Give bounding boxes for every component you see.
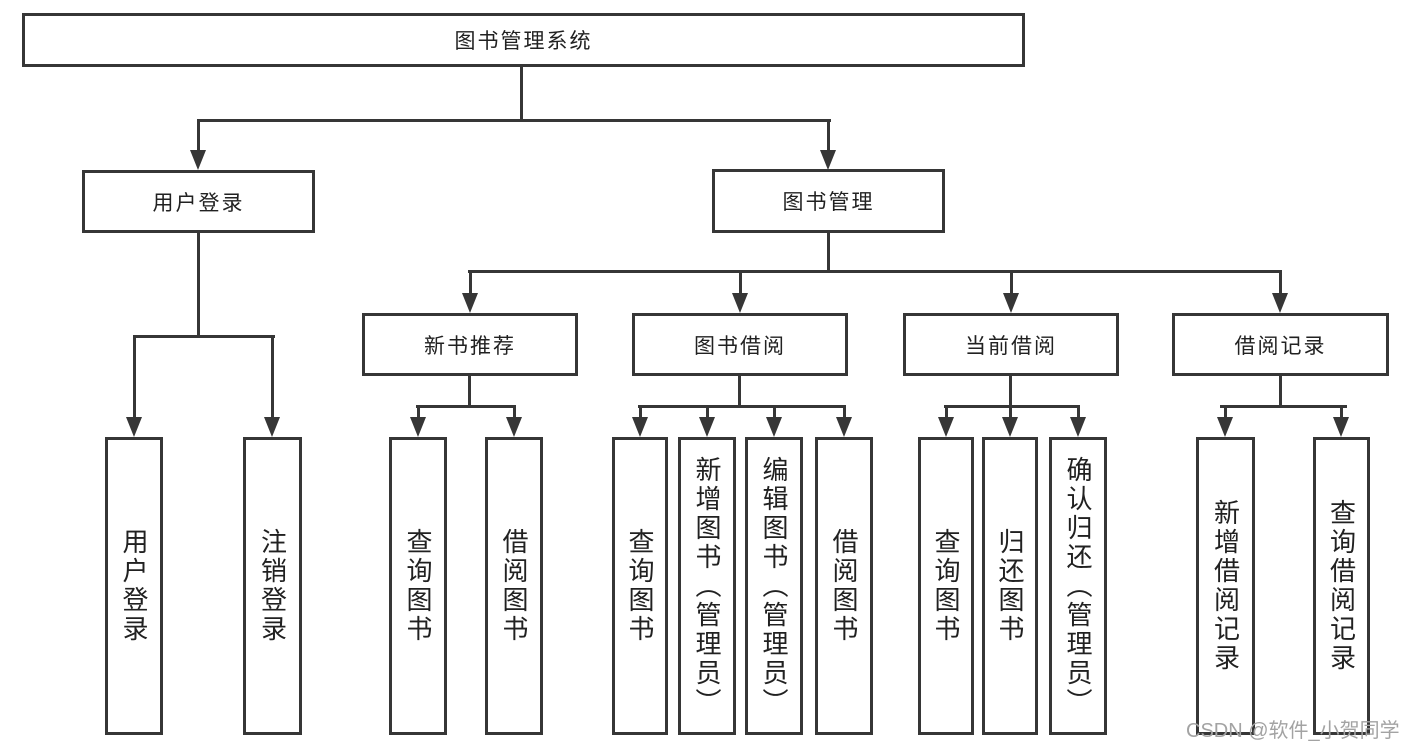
node-new-book-recommend: 新书推荐	[362, 313, 578, 376]
node-label: 借阅记录	[1234, 334, 1327, 358]
arrow-down-icon	[1217, 405, 1233, 437]
arrow-down-icon	[190, 119, 206, 170]
node-confirm-return-admin: 确认归还（管理员）	[1049, 437, 1107, 735]
node-logout: 注销登录	[243, 437, 302, 735]
node-user-login: 用户登录	[105, 437, 163, 735]
arrow-down-icon	[820, 119, 836, 170]
arrow-down-icon	[836, 405, 852, 437]
node-query-books-borrowing: 查询图书	[612, 437, 668, 735]
connector-borrowing-stub	[738, 375, 741, 408]
connector-records-stub	[1279, 375, 1282, 408]
arrow-down-icon	[126, 335, 142, 437]
node-query-books-current: 查询图书	[918, 437, 974, 735]
arrow-down-icon	[264, 335, 280, 437]
node-borrow-books: 借阅图书	[815, 437, 873, 735]
arrow-down-icon	[1070, 405, 1086, 437]
node-label: 当前借阅	[965, 334, 1057, 358]
node-query-borrow-record: 查询借阅记录	[1313, 437, 1370, 735]
arrow-down-icon	[732, 270, 748, 313]
connector-bookmgmt-stub	[827, 232, 830, 273]
connector-root-stub	[520, 67, 523, 122]
node-label: 用户登录	[152, 191, 245, 215]
node-library-system: 图书管理系统	[22, 13, 1025, 67]
node-label: 图书借阅	[694, 334, 786, 358]
connector-recommend-stub	[468, 375, 471, 408]
node-book-borrowing: 图书借阅	[632, 313, 848, 376]
node-label: 图书管理系统	[454, 30, 593, 53]
arrow-down-icon	[462, 270, 478, 313]
arrow-down-icon	[1002, 405, 1018, 437]
arrow-down-icon	[410, 405, 426, 437]
connector-records-bar	[1220, 405, 1347, 408]
arrow-down-icon	[506, 405, 522, 437]
connector-level2-bar	[468, 270, 1282, 273]
connector-borrowing-bar	[638, 405, 846, 408]
node-label: 新书推荐	[424, 334, 516, 358]
node-user-login-group: 用户登录	[82, 170, 315, 233]
connector-recommend-bar	[416, 405, 516, 408]
connector-userlogin-bar	[133, 335, 275, 338]
arrow-down-icon	[699, 405, 715, 437]
arrow-down-icon	[632, 405, 648, 437]
node-add-borrow-record: 新增借阅记录	[1196, 437, 1255, 735]
node-return-books: 归还图书	[982, 437, 1038, 735]
node-add-books-admin: 新增图书（管理员）	[678, 437, 736, 735]
arrow-down-icon	[766, 405, 782, 437]
node-edit-books-admin: 编辑图书（管理员）	[745, 437, 803, 735]
node-borrowing-records: 借阅记录	[1172, 313, 1389, 376]
node-borrow-books-recommend: 借阅图书	[485, 437, 543, 735]
connector-userlogin-stub	[197, 232, 200, 338]
csdn-watermark: CSDN @软件_小贺同学	[1186, 720, 1400, 742]
connector-current-bar	[944, 405, 1080, 408]
node-book-management: 图书管理	[712, 169, 945, 233]
connector-current-stub	[1009, 375, 1012, 408]
node-query-books-recommend: 查询图书	[389, 437, 447, 735]
node-label: 图书管理	[782, 191, 875, 214]
arrow-down-icon	[1333, 405, 1349, 437]
connector-level1-bar	[197, 119, 831, 122]
arrow-down-icon	[938, 405, 954, 437]
arrow-down-icon	[1272, 270, 1288, 313]
node-current-borrowing: 当前借阅	[903, 313, 1119, 376]
arrow-down-icon	[1003, 270, 1019, 313]
